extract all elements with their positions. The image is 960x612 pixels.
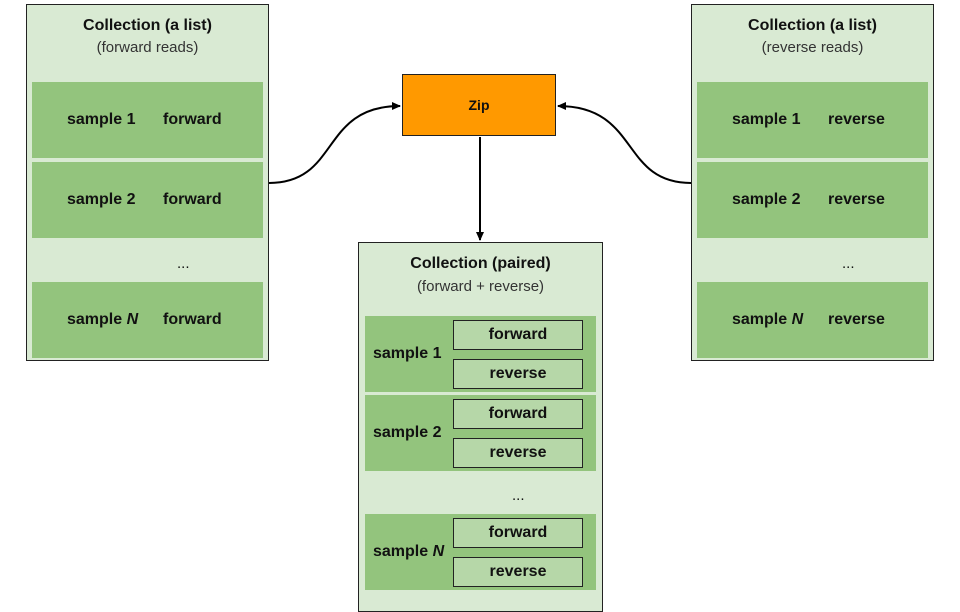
sample-label: sample 1	[67, 111, 136, 128]
forward-cell: forward	[453, 320, 583, 350]
forward-cell: forward	[453, 399, 583, 429]
ellipsis: ...	[842, 255, 855, 272]
panel-subtitle: (forward + reverse)	[416, 278, 545, 295]
read-label: forward	[163, 111, 222, 128]
panel-subtitle: (forward reads)	[96, 39, 199, 56]
sample-label: sample 2	[67, 191, 136, 208]
list-item: sample 1 reverse	[697, 82, 928, 158]
list-item: sample N forward	[32, 282, 263, 358]
sample-label: sample N	[373, 543, 445, 560]
sample-label: sample 2	[373, 424, 442, 441]
paired-row: sample 2 forward reverse	[365, 395, 596, 471]
forward-cell: forward	[453, 518, 583, 548]
list-item: sample N reverse	[697, 282, 928, 358]
read-label: reverse	[828, 191, 885, 208]
paired-row: sample 1 forward reverse	[365, 316, 596, 392]
left-to-zip-arrow	[268, 102, 401, 184]
right-to-zip-arrow	[557, 102, 692, 184]
forward-collection-panel: Collection (a list) (forward reads) samp…	[26, 4, 269, 361]
reverse-collection-panel: Collection (a list) (reverse reads) samp…	[691, 4, 934, 361]
ellipsis: ...	[177, 255, 190, 272]
reverse-cell: reverse	[453, 359, 583, 389]
reverse-cell: reverse	[453, 438, 583, 468]
ellipsis: ...	[512, 487, 525, 504]
panel-title: Collection (a list)	[748, 17, 877, 34]
zip-node: Zip	[402, 74, 556, 136]
read-label: forward	[163, 311, 222, 328]
paired-row: sample N forward reverse	[365, 514, 596, 590]
read-label: reverse	[828, 111, 885, 128]
panel-subtitle: (reverse reads)	[761, 39, 864, 56]
reverse-cell: reverse	[453, 557, 583, 587]
zip-label: Zip	[468, 97, 490, 113]
read-label: forward	[163, 191, 222, 208]
list-item: sample 2 forward	[32, 162, 263, 238]
sample-label: sample N	[67, 311, 139, 328]
sample-label: sample 1	[732, 111, 801, 128]
sample-label: sample 1	[373, 345, 442, 362]
list-item: sample 1 forward	[32, 82, 263, 158]
panel-title: Collection (a list)	[83, 17, 212, 34]
read-label: reverse	[828, 311, 885, 328]
list-item: sample 2 reverse	[697, 162, 928, 238]
sample-label: sample N	[732, 311, 804, 328]
panel-title: Collection (paired)	[410, 255, 551, 272]
sample-label: sample 2	[732, 191, 801, 208]
